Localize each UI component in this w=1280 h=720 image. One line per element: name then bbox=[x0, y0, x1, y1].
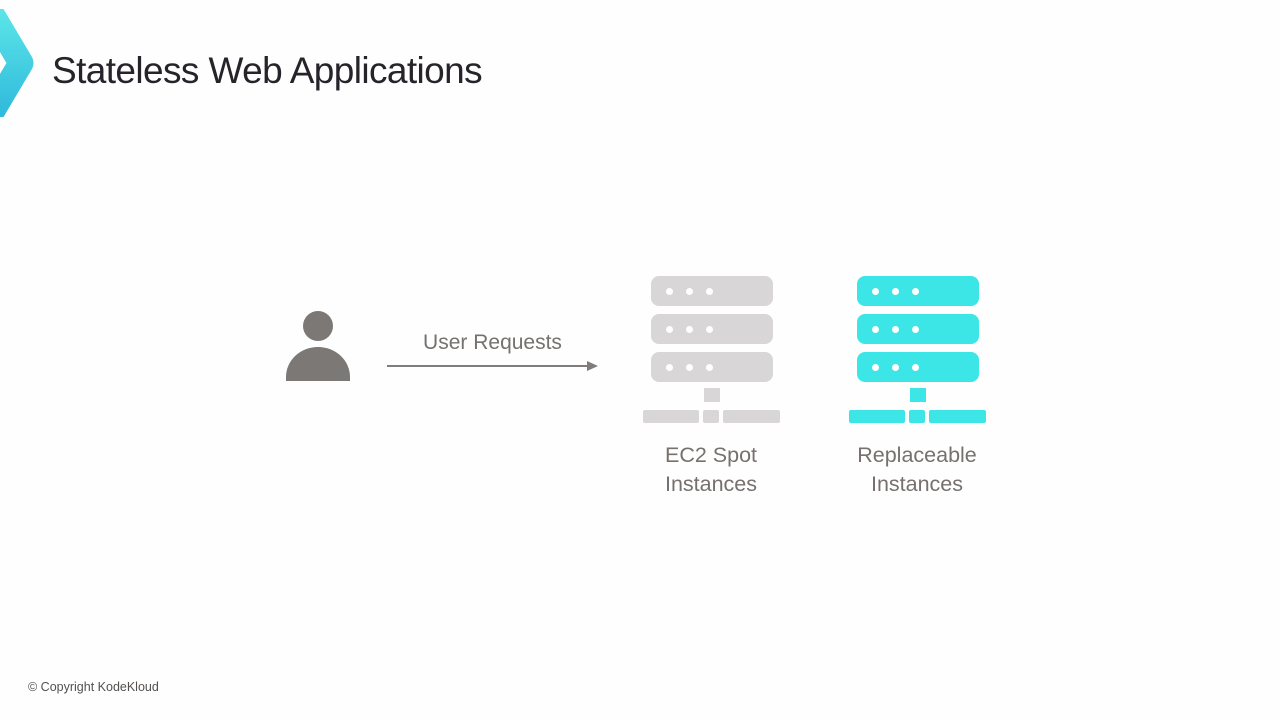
label-line: EC2 Spot bbox=[664, 443, 758, 467]
base-segment bbox=[703, 410, 719, 423]
page-title: Stateless Web Applications bbox=[52, 50, 483, 91]
led-dot bbox=[705, 287, 713, 295]
replaceable-label: Replaceable Instances bbox=[837, 441, 997, 499]
led-dot bbox=[685, 363, 693, 371]
user-requests-label: User Requests bbox=[423, 331, 562, 354]
led-dot bbox=[891, 325, 899, 333]
led-dot bbox=[891, 287, 899, 295]
led-dot bbox=[705, 363, 713, 371]
user-icon-head bbox=[303, 311, 333, 341]
server-bar bbox=[856, 352, 979, 382]
user-icon-torso bbox=[286, 347, 350, 381]
label-line: Instances bbox=[664, 472, 758, 496]
server-stem bbox=[703, 388, 720, 402]
led-dot bbox=[891, 363, 899, 371]
server-bar bbox=[650, 352, 773, 382]
ec2-spot-label: EC2 Spot Instances bbox=[631, 441, 791, 499]
arrow-right-icon bbox=[387, 361, 598, 371]
base-segment bbox=[723, 410, 780, 423]
led-dot bbox=[685, 287, 693, 295]
server-base bbox=[643, 410, 780, 423]
user-icon bbox=[286, 311, 350, 381]
led-dot bbox=[705, 325, 713, 333]
led-dot bbox=[871, 287, 879, 295]
server-stem bbox=[909, 388, 926, 402]
chevron-right-icon bbox=[0, 9, 34, 117]
led-dot bbox=[911, 325, 919, 333]
copyright: © Copyright KodeKloud bbox=[28, 680, 159, 694]
server-bar bbox=[650, 314, 773, 344]
led-dot bbox=[685, 325, 693, 333]
led-dot bbox=[871, 325, 879, 333]
label-line: Replaceable bbox=[857, 443, 977, 467]
base-segment bbox=[643, 410, 699, 423]
server-base bbox=[849, 410, 986, 423]
server-bar bbox=[856, 314, 979, 344]
replaceable-instances-icon bbox=[849, 276, 986, 423]
base-segment bbox=[909, 410, 925, 423]
base-segment bbox=[929, 410, 986, 423]
ec2-spot-instances-icon bbox=[643, 276, 780, 423]
led-dot bbox=[911, 363, 919, 371]
led-dot bbox=[665, 363, 673, 371]
led-dot bbox=[911, 287, 919, 295]
led-dot bbox=[871, 363, 879, 371]
server-bar bbox=[650, 276, 773, 306]
led-dot bbox=[665, 287, 673, 295]
led-dot bbox=[665, 325, 673, 333]
base-segment bbox=[849, 410, 905, 423]
server-bar bbox=[856, 276, 979, 306]
label-line: Instances bbox=[870, 472, 964, 496]
